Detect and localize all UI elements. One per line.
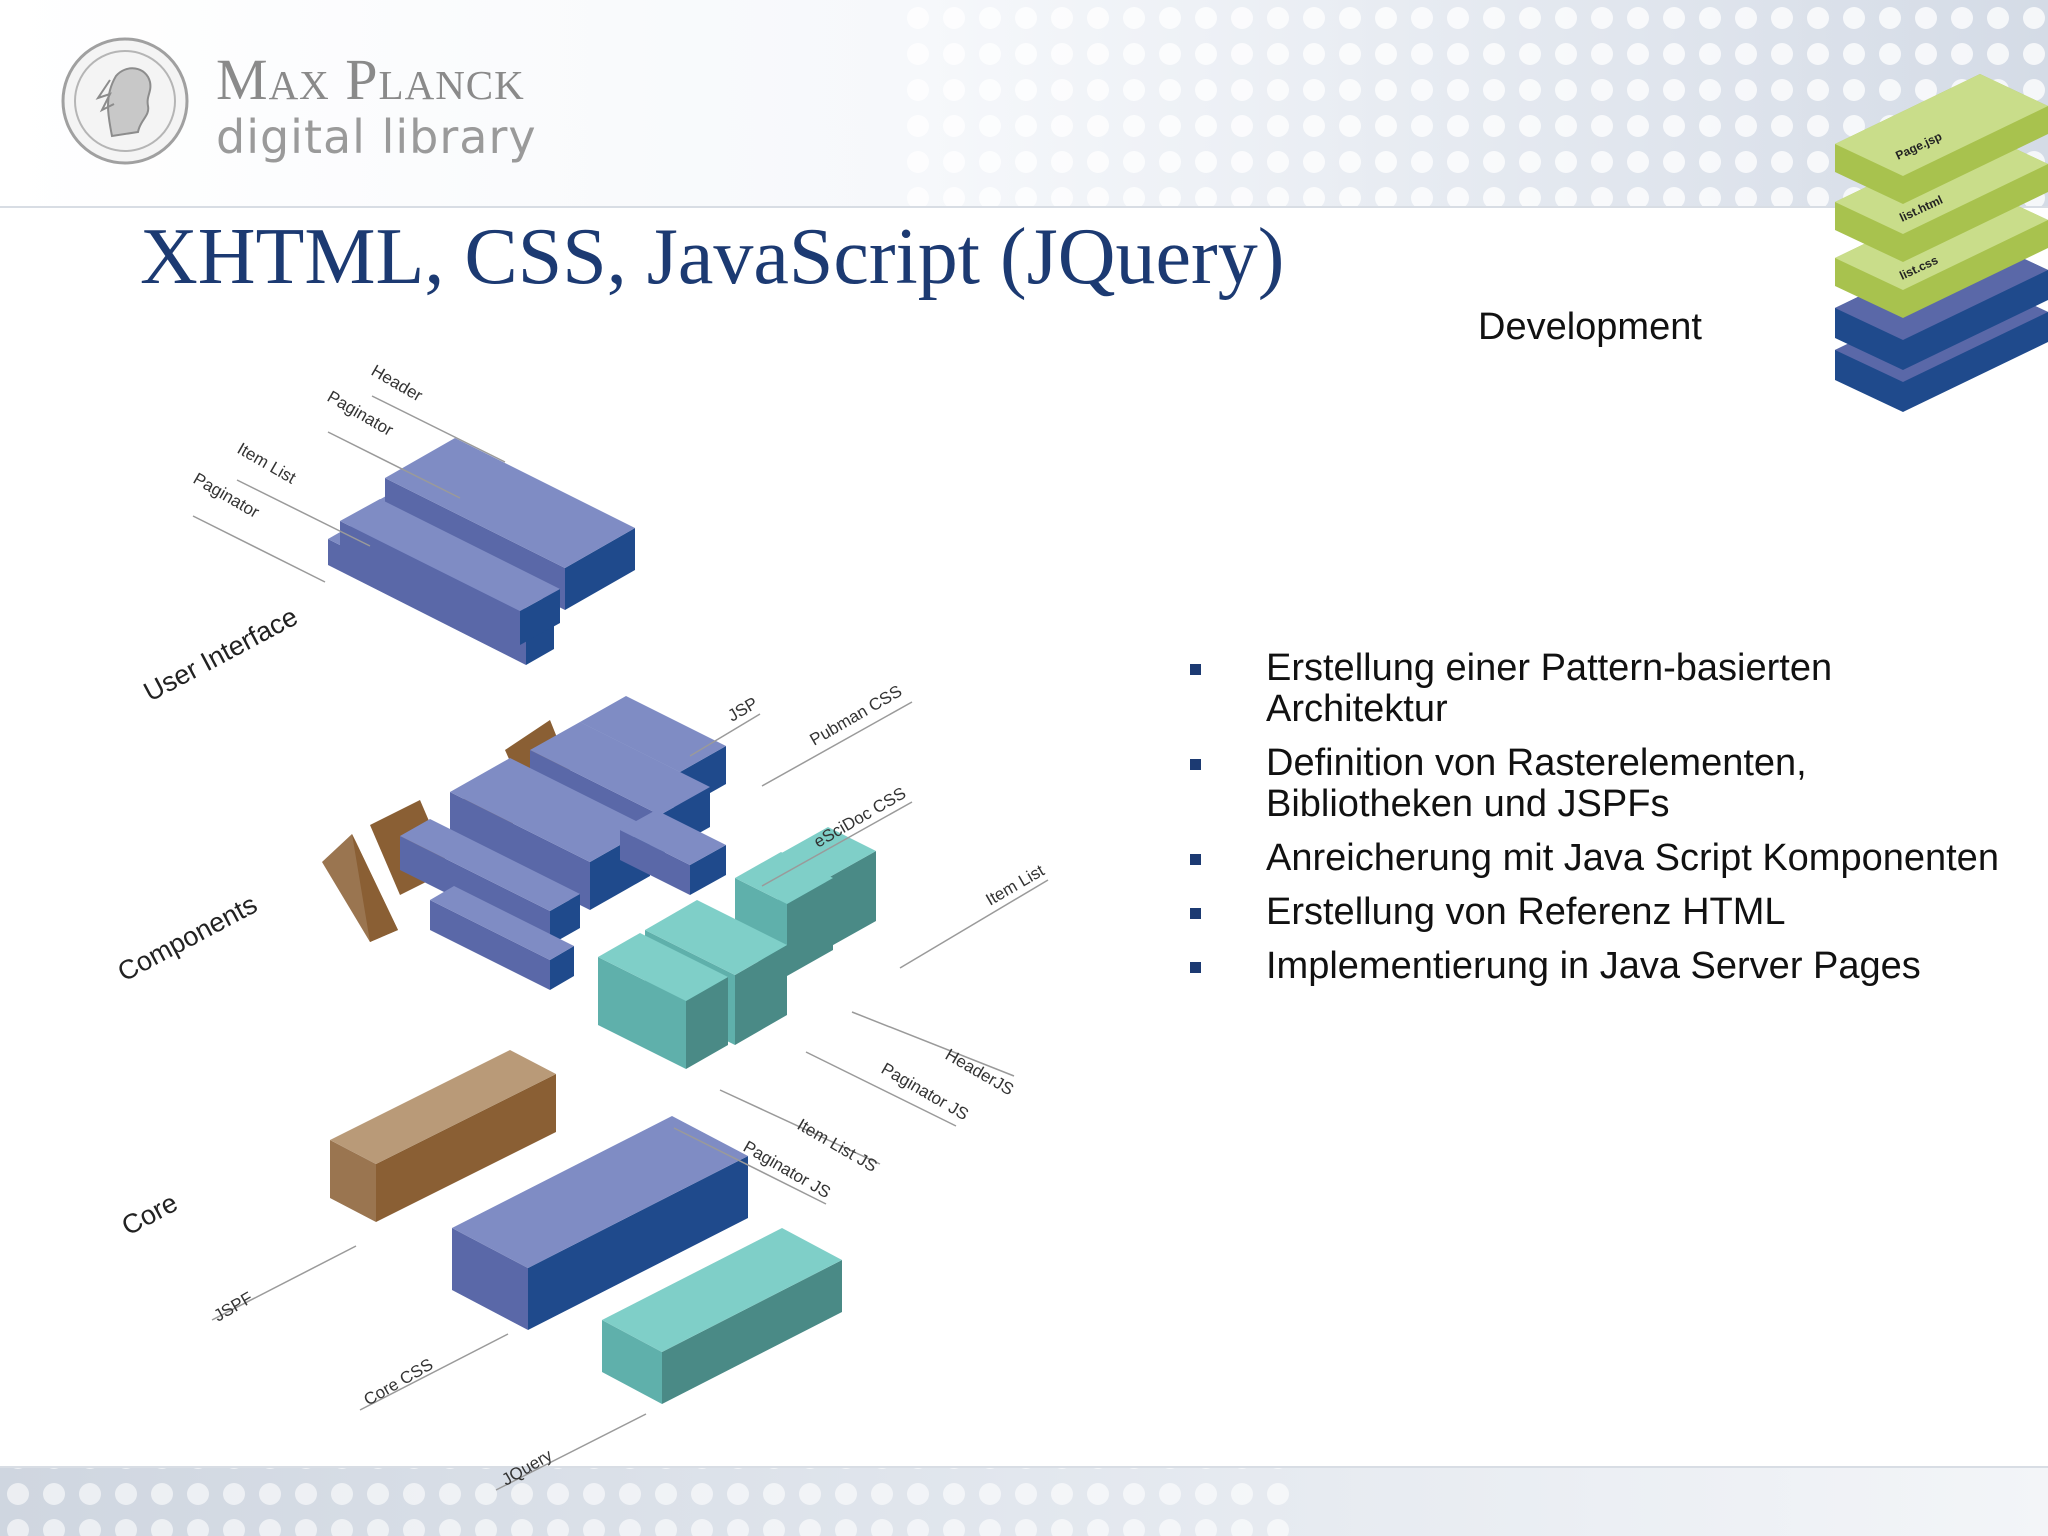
component-block-small-end-face	[690, 845, 726, 895]
max-planck-logo: Max Planck digital library	[60, 36, 560, 176]
bullet-square-icon	[1190, 664, 1201, 675]
component-teal-paginator-js-2-top-face	[598, 933, 728, 1001]
core-block-core-css-front-face	[452, 1228, 528, 1330]
bullet-item: Erstellung einer Pattern-basierten Archi…	[1188, 648, 2008, 730]
component-teal-paginator-js-2-end-face	[686, 977, 728, 1069]
component-block-small-front-face	[620, 830, 690, 895]
leader-lines	[192, 395, 1049, 1491]
bullet-text: Erstellung von Referenz HTML	[1266, 891, 1786, 933]
core-block-jquery-front-face	[602, 1320, 662, 1404]
header-divider	[0, 206, 2048, 208]
label-jquery: JQuery	[499, 1445, 556, 1489]
component-teal-header-js-end-face	[826, 851, 876, 949]
label-core-css: Core CSS	[361, 1355, 437, 1410]
bullet-square-icon	[1190, 908, 1201, 919]
bullet-text: Erstellung einer Pattern-basierten Archi…	[1266, 647, 1833, 730]
ui-slab-paginator-end-face	[520, 589, 560, 645]
logo-subtitle: digital library	[216, 110, 537, 164]
layer-label-components: Components	[113, 889, 262, 987]
bullet-item: Definition von Rasterelementen, Biblioth…	[1188, 743, 2008, 825]
layer-label-user-interface: User Interface	[139, 601, 303, 707]
core-block-jquery-end-face	[662, 1260, 842, 1404]
label-jsp: JSP	[725, 693, 762, 725]
ui-slab-paginator-top-face	[340, 499, 560, 611]
component-block-base-top-face	[430, 886, 574, 960]
component-block-pubman-top-face	[530, 722, 710, 815]
ui-slab-item-list-end-face	[565, 528, 635, 610]
core-block-jquery-top-face	[602, 1228, 842, 1352]
bullet-text: Anreicherung mit Java Script Komponenten	[1266, 837, 1999, 879]
core-block-core-css-end-face	[528, 1156, 748, 1330]
ui-slab-paginator-front-face	[340, 521, 520, 645]
label-jspf: JSPF	[211, 1288, 256, 1325]
development-label: Development	[1478, 306, 1702, 348]
component-teal-paginator-js-2-front-face	[598, 957, 686, 1069]
label-item-list: Item List	[234, 439, 299, 488]
bullet-square-icon	[1190, 854, 1201, 865]
label-escidoc-css: eSciDoc CSS	[811, 784, 910, 852]
label-paginator-js-2: Paginator JS	[740, 1137, 834, 1202]
ui-slab-item-list-top-face	[385, 438, 635, 568]
layer-label-core: Core	[117, 1187, 183, 1241]
component-block-jsp-top-face	[580, 696, 726, 772]
core-block-jspf-end-face	[376, 1074, 556, 1222]
minerva-seal-icon	[61, 37, 189, 165]
diagram-blocks	[322, 438, 876, 1404]
component-wedge-1-side	[352, 834, 398, 942]
label-paginator-top: Paginator	[324, 387, 397, 440]
bullet-item: Anreicherung mit Java Script Komponenten	[1188, 838, 2008, 879]
component-teal-paginator-js-end-face	[787, 878, 833, 976]
label-item-list-js: Item List JS	[794, 1115, 880, 1176]
bullet-square-icon	[1190, 962, 1201, 973]
component-teal-paginator-js-top-face	[735, 852, 833, 904]
bullet-list: Erstellung einer Pattern-basierten Archi…	[1188, 648, 2008, 1000]
label-paginator: Paginator	[190, 469, 263, 522]
component-block-main-top-face	[450, 758, 650, 862]
component-block-base-end-face	[550, 946, 574, 990]
core-block-jspf-top-face	[330, 1050, 556, 1164]
core-block-core-css-top-face	[452, 1116, 748, 1268]
bullet-text: Implementierung in Java Server Pages	[1266, 945, 1921, 987]
component-block-base-front-face	[430, 900, 550, 990]
bullet-square-icon	[1190, 759, 1201, 770]
slide-title: XHTML, CSS, JavaScript (JQuery)	[140, 213, 1285, 301]
component-block-main-front-face	[450, 792, 590, 910]
label-pubman-css: Pubman CSS	[807, 682, 906, 750]
bullet-item: Implementierung in Java Server Pages	[1188, 946, 2008, 987]
bullet-text: Definition von Rasterelementen, Biblioth…	[1266, 742, 1807, 825]
logo-title: Max Planck	[216, 47, 525, 112]
development-stack-icon: Page.jsp list.html list.css	[1835, 74, 2048, 412]
component-teal-item-list-js-end-face	[735, 945, 787, 1045]
component-teal-item-list-js-top-face	[645, 900, 787, 975]
footer-divider	[0, 1466, 2048, 1468]
bullet-item: Erstellung von Referenz HTML	[1188, 892, 2008, 933]
component-block-small-top-face	[620, 810, 726, 865]
core-block-jspf-front-face	[330, 1140, 376, 1222]
ui-slab-paginator-top-end-face	[526, 623, 554, 665]
component-block-lower-top-face	[400, 819, 580, 911]
